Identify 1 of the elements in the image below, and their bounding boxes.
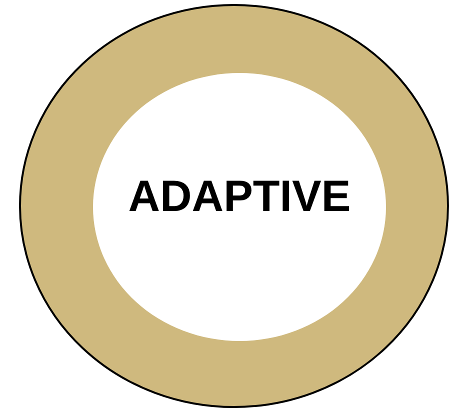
center-label: ADAPTIVE	[128, 172, 351, 222]
